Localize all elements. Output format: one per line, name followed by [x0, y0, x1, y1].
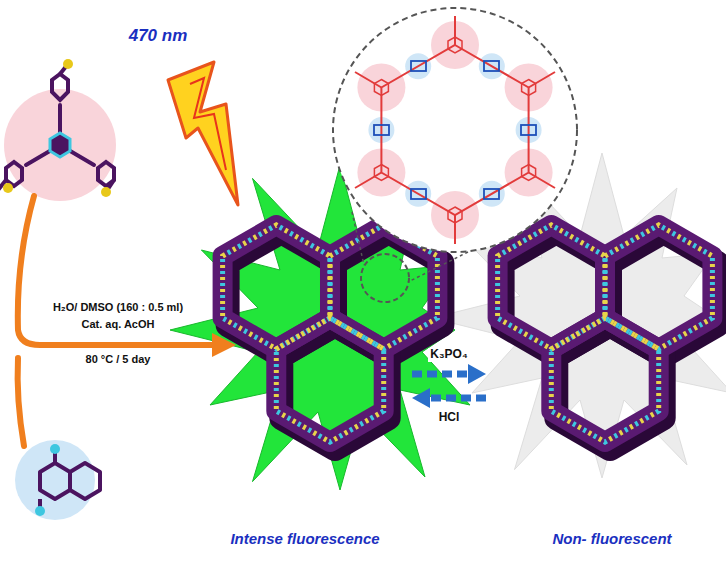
naphthalene-monomer	[15, 440, 100, 520]
switch-arrows	[412, 364, 486, 408]
solvent-condition: H₂O/ DMSO (160 : 0.5 ml)	[51, 301, 185, 314]
catalyst-condition: Cat. aq. AcOH	[80, 318, 157, 331]
lightning-bolt	[168, 62, 238, 205]
triazine-monomer	[0, 59, 116, 201]
cof-framework	[498, 225, 718, 449]
cof-framework	[223, 225, 443, 449]
base-reagent: K₃PO₄	[428, 348, 469, 362]
reaction-arrow	[18, 196, 236, 446]
state-caption: Non- fluorescent	[552, 530, 671, 547]
acid-reagent: HCl	[437, 411, 462, 425]
zoom-callout	[333, 8, 577, 302]
state-caption: Intense fluorescence	[230, 530, 379, 547]
hexagonal-ring	[355, 16, 555, 244]
wavelength-label: 470 nm	[129, 26, 188, 46]
temperature-condition: 80 °C / 5 day	[84, 353, 153, 366]
